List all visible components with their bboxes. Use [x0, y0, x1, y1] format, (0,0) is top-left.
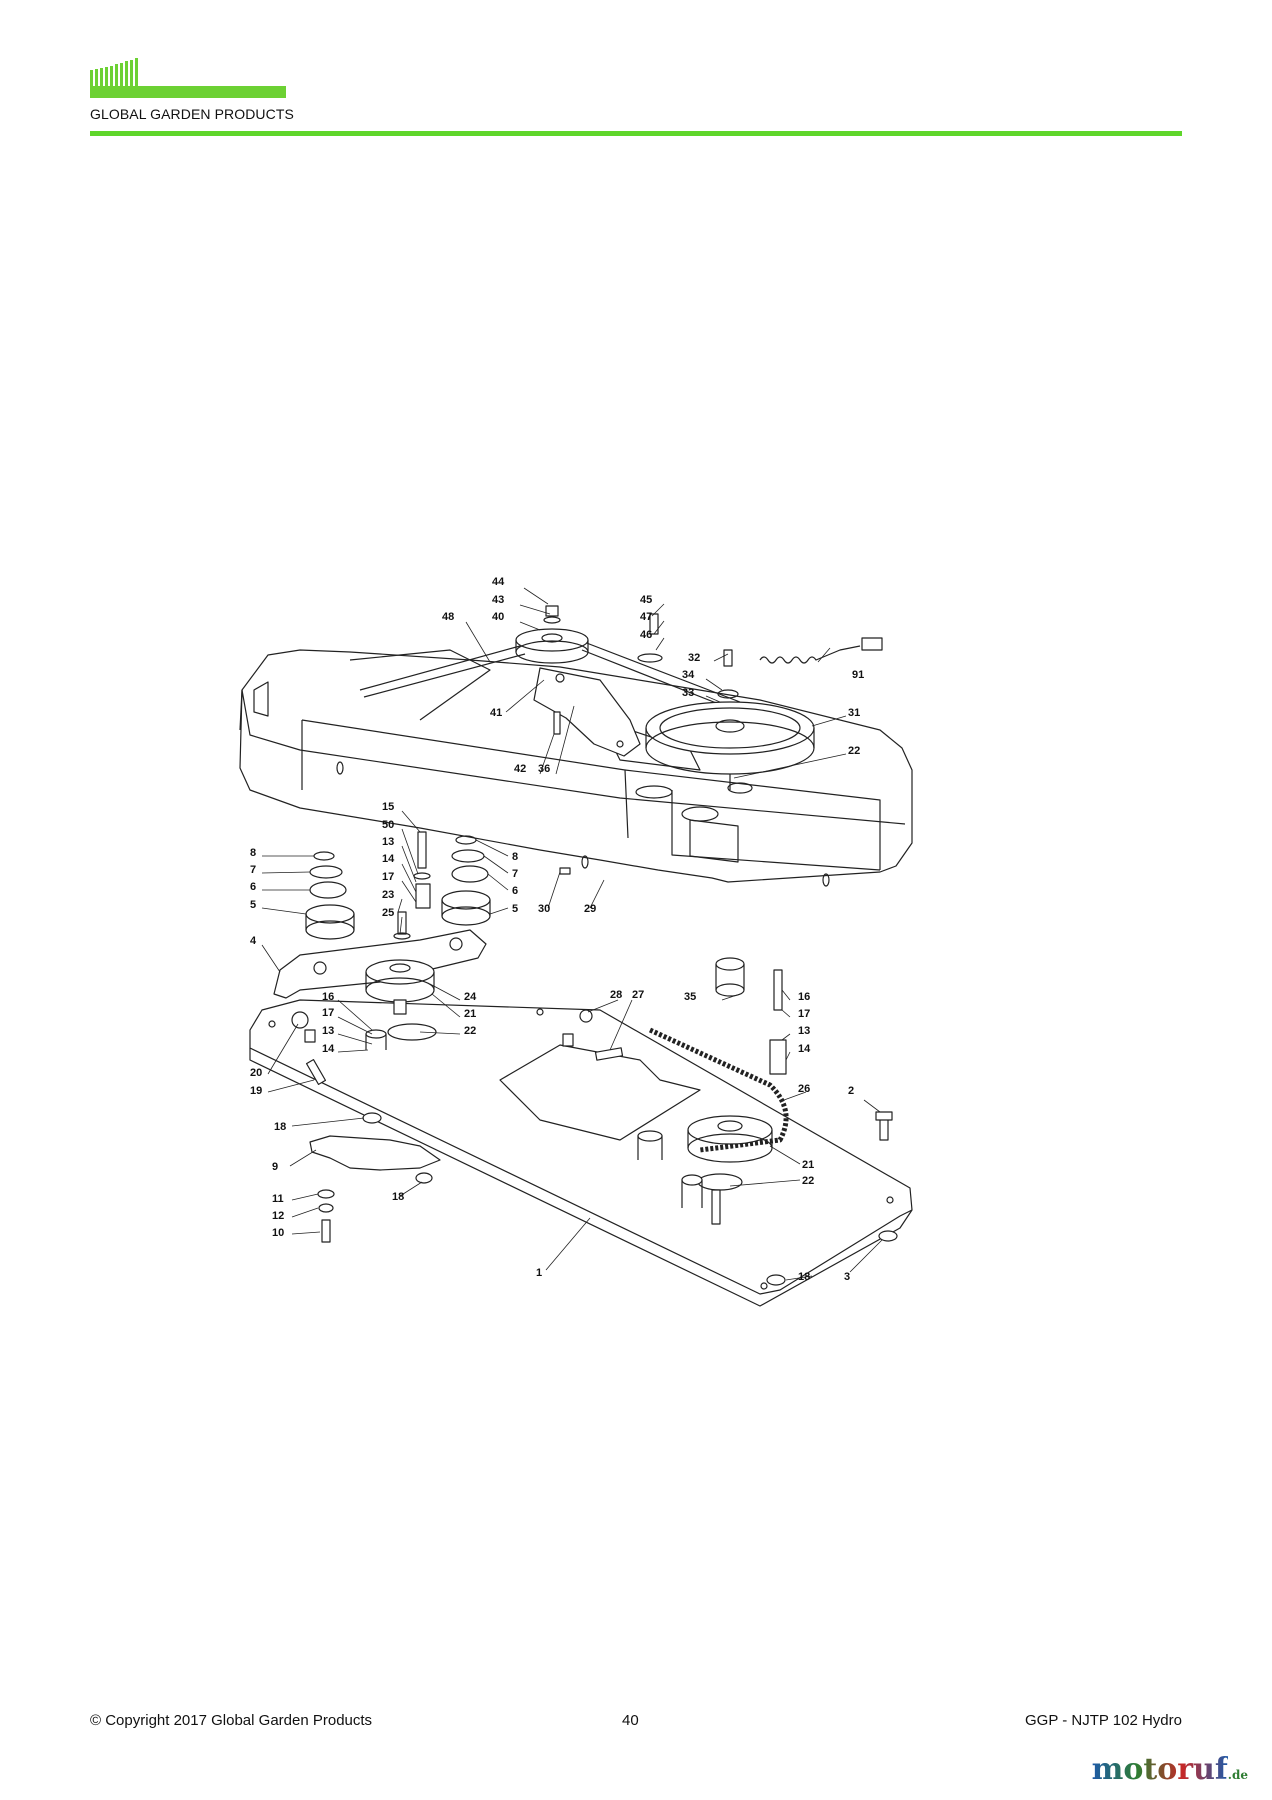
callout-18-left: 18: [274, 1121, 286, 1133]
callout-10: 10: [272, 1227, 284, 1239]
callout-7-left: 7: [250, 864, 256, 876]
callout-16-left: 16: [322, 991, 334, 1003]
callout-13-left: 13: [322, 1025, 334, 1037]
callout-19: 19: [250, 1085, 262, 1097]
callout-17-right: 17: [798, 1008, 810, 1020]
callout-22-top: 22: [848, 745, 860, 757]
right-bearing-stack: [441, 835, 491, 926]
callout-29: 29: [584, 903, 596, 915]
callout-4: 4: [250, 935, 257, 947]
toothed-pulley-upper: [365, 959, 435, 1003]
callout-21-upper: 21: [464, 1008, 476, 1020]
callout-12: 12: [272, 1210, 284, 1222]
callout-9: 9: [272, 1161, 278, 1173]
callout-labels: 44 43 40 48 45 47 46 32 91 34 33 41 31 2…: [250, 576, 864, 1283]
callout-27: 27: [632, 989, 644, 1001]
callout-43: 43: [492, 594, 504, 606]
callout-14-upper: 14: [382, 853, 395, 865]
logo-bar: [90, 86, 286, 98]
callout-21-lower: 21: [802, 1159, 814, 1171]
tensioner-bracket: [533, 667, 641, 757]
callout-2: 2: [848, 1085, 854, 1097]
callout-46: 46: [640, 629, 652, 641]
callout-8-right: 8: [512, 851, 518, 863]
callout-6-right: 6: [512, 885, 518, 897]
callout-28: 28: [610, 989, 622, 1001]
callout-30: 30: [538, 903, 550, 915]
callout-1: 1: [536, 1267, 542, 1279]
footer-copyright: © Copyright 2017 Global Garden Products: [90, 1712, 373, 1729]
callout-48: 48: [442, 611, 454, 623]
callout-26: 26: [798, 1083, 810, 1095]
watermark-suffix: .de: [1227, 1768, 1248, 1782]
callout-8-left: 8: [250, 847, 256, 859]
callout-31: 31: [848, 707, 860, 719]
brand-logo: GLOBAL GARDEN PRODUCTS: [90, 56, 294, 126]
callout-22-mid: 22: [464, 1025, 476, 1037]
callout-5-left: 5: [250, 899, 256, 911]
callout-91: 91: [852, 669, 864, 681]
callout-47: 47: [640, 611, 652, 623]
callout-35: 35: [684, 991, 696, 1003]
footer-page-number: 40: [622, 1712, 639, 1729]
watermark-logo: motoruf.de: [1092, 1752, 1248, 1787]
callout-6-left: 6: [250, 881, 256, 893]
callout-15: 15: [382, 801, 394, 813]
callout-44: 44: [492, 576, 505, 588]
callout-18-right: 18: [798, 1271, 810, 1283]
callout-33: 33: [682, 687, 694, 699]
footer-model: GGP - NJTP 102 Hydro: [1024, 1712, 1182, 1729]
callout-18-mid: 18: [392, 1191, 404, 1203]
tension-spring: [759, 645, 861, 664]
callout-17-left: 17: [322, 1007, 334, 1019]
callout-20: 20: [250, 1067, 262, 1079]
large-pulley: [645, 701, 815, 790]
callout-5-right: 5: [512, 903, 518, 915]
callout-36: 36: [538, 763, 550, 775]
callout-17-upper: 17: [382, 871, 394, 883]
callout-45: 45: [640, 594, 652, 606]
v-belt: [359, 641, 741, 711]
callout-34: 34: [682, 669, 695, 681]
toothed-belt: [648, 1027, 789, 1153]
callout-42: 42: [514, 763, 526, 775]
lever: [309, 1135, 441, 1171]
small-pulley: [515, 605, 589, 664]
callout-16-right: 16: [798, 991, 810, 1003]
callout-13-upper: 13: [382, 836, 394, 848]
callout-11: 11: [272, 1193, 284, 1205]
callout-23: 23: [382, 889, 394, 901]
watermark-text: motoruf: [1091, 1752, 1228, 1787]
callout-3: 3: [844, 1271, 850, 1283]
callout-32: 32: [688, 652, 700, 664]
callout-14-right: 14: [798, 1043, 811, 1055]
left-bearing-stack: [305, 851, 355, 940]
callout-7-right: 7: [512, 868, 518, 880]
brand-name: GLOBAL GARDEN PRODUCTS: [90, 106, 294, 122]
header-rule: [90, 131, 1182, 136]
callout-14-left: 14: [322, 1043, 335, 1055]
base-plate: [249, 999, 913, 1307]
callout-25: 25: [382, 907, 394, 919]
callout-40: 40: [492, 611, 504, 623]
callout-13-right: 13: [798, 1025, 810, 1037]
logo-stripes-icon: [90, 58, 138, 88]
callout-41: 41: [490, 707, 502, 719]
callout-24: 24: [464, 991, 477, 1003]
callout-22-lower: 22: [802, 1175, 814, 1187]
callout-50: 50: [382, 819, 394, 831]
